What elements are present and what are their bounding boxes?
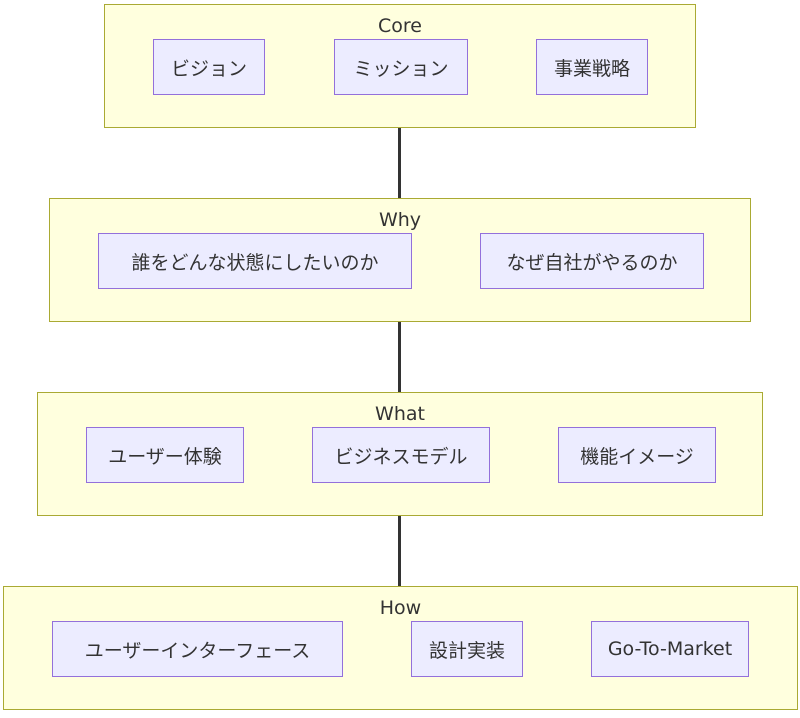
group-what: What ユーザー体験 ビジネスモデル 機能イメージ bbox=[37, 392, 763, 516]
connector-core-why bbox=[398, 128, 401, 198]
node-feature-image: 機能イメージ bbox=[558, 427, 716, 483]
connector-why-what bbox=[398, 322, 401, 392]
group-title-how: How bbox=[379, 597, 422, 619]
group-core: Core ビジョン ミッション 事業戦略 bbox=[104, 4, 696, 128]
node-business-strategy: 事業戦略 bbox=[536, 39, 648, 95]
node-mission: ミッション bbox=[334, 39, 468, 95]
node-user-interface: ユーザーインターフェース bbox=[52, 621, 343, 677]
node-who-target-state: 誰をどんな状態にしたいのか bbox=[98, 233, 412, 289]
node-go-to-market: Go-To-Market bbox=[591, 621, 749, 677]
connector-what-how bbox=[398, 516, 401, 586]
node-why-us: なぜ自社がやるのか bbox=[480, 233, 704, 289]
node-vision: ビジョン bbox=[153, 39, 265, 95]
group-title-what: What bbox=[375, 403, 425, 425]
node-business-model: ビジネスモデル bbox=[312, 427, 490, 483]
group-title-why: Why bbox=[378, 209, 422, 231]
group-title-core: Core bbox=[378, 15, 422, 37]
group-why: Why 誰をどんな状態にしたいのか なぜ自社がやるのか bbox=[49, 198, 751, 322]
node-design-implementation: 設計実装 bbox=[411, 621, 523, 677]
group-how: How ユーザーインターフェース 設計実装 Go-To-Market bbox=[3, 586, 798, 710]
node-user-experience: ユーザー体験 bbox=[86, 427, 244, 483]
